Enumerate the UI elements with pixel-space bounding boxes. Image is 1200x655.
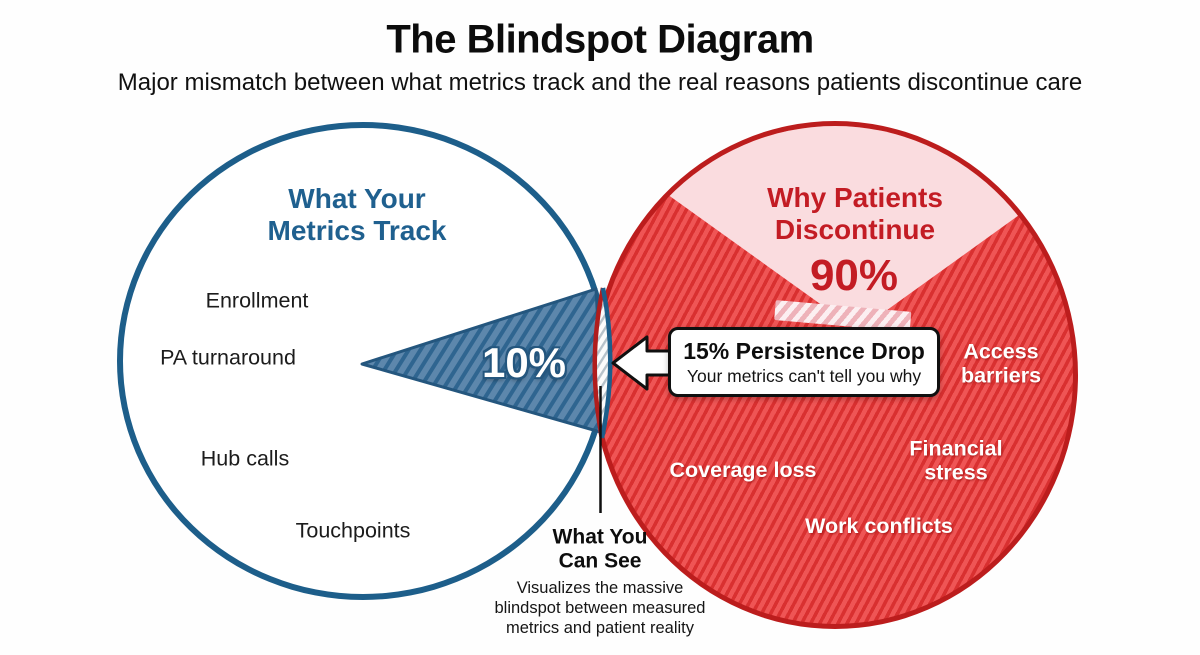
metric-item-enrollment: Enrollment <box>205 288 309 313</box>
callout-subtitle: Your metrics can't tell you why <box>686 365 922 386</box>
persistence-drop-callout: 15% Persistence Drop Your metrics can't … <box>668 327 940 397</box>
metric-item-hub-calls: Hub calls <box>200 446 290 471</box>
callout-arrow-icon <box>611 335 672 391</box>
lens-red-arc <box>592 287 606 439</box>
overlap-percentage-label: 10% <box>481 339 567 386</box>
metric-item-touchpoints: Touchpoints <box>295 518 411 543</box>
reason-item-coverage-loss: Coverage loss <box>669 458 817 483</box>
page-title: The Blindspot Diagram <box>386 17 814 62</box>
metrics-circle-title: What Your Metrics Track <box>267 182 447 246</box>
callout-title: 15% Persistence Drop <box>683 337 925 364</box>
lens-blue-arc <box>599 287 613 439</box>
overlap-note-title: What You Can See <box>552 525 648 572</box>
reason-item-access-barriers: Access barriers <box>960 339 1042 387</box>
overlap-note-description: Visualizes the massive blindspot between… <box>494 578 706 638</box>
reasons-percentage-label: 90% <box>809 251 899 300</box>
metric-item-pa-turnaround: PA turnaround <box>160 345 296 370</box>
page-subtitle: Major mismatch between what metrics trac… <box>117 69 1083 96</box>
reasons-circle-title: Why Patients Discontinue <box>767 181 943 245</box>
reason-item-work-conflicts: Work conflicts <box>805 514 953 539</box>
reason-item-financial-stress: Financial stress <box>909 436 1003 484</box>
